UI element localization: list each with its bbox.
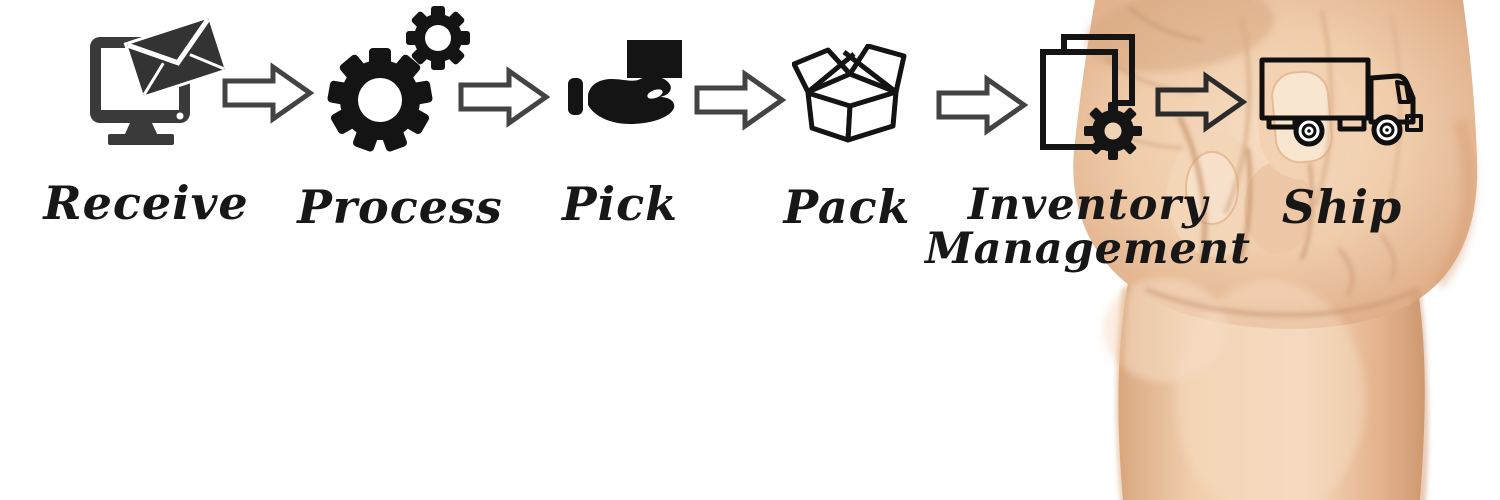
delivery-truck-icon [1259,57,1423,147]
open-box-icon [792,44,907,143]
step-label-management: Management [925,224,1251,274]
step-label-process: Process [297,180,503,234]
truck-rail-left [1266,115,1298,130]
skin-creases [1088,6,1429,500]
truck-bumper [1405,114,1423,132]
holding-hand [588,76,675,124]
truck-rail-mid [1337,115,1367,132]
truck-rear-wheel [1293,115,1325,147]
flow-arrow-icon [936,74,1028,136]
fist-right-shadow [1432,118,1477,289]
truck-window [1395,80,1411,104]
truck-cab [1368,73,1416,125]
step-label-inventory-management: Inventory Management [925,183,1251,271]
flow-arrow-icon [694,69,786,131]
large-gear [327,48,433,152]
step-label-pack: Pack [783,180,911,234]
computer-email-icon [90,18,225,145]
back-document [1061,34,1135,106]
gears-icon [327,6,470,152]
flow-arrow-icon [222,62,314,124]
step-label-pick: Pick [562,177,678,231]
front-document [1040,49,1118,150]
box-flap-right [847,44,907,95]
hand-photo [1073,0,1478,500]
small-gear [406,6,470,70]
step-label-receive: Receive [43,176,249,230]
truck-cargo-box [1259,57,1371,121]
middle-fingertip [1244,162,1312,254]
hand-holding-box-icon [568,40,682,124]
flow-arrow-icon [1155,71,1247,133]
box-face-left [805,90,853,143]
flow-arrow-icon [458,66,550,128]
cuff [568,78,583,115]
documents-gear-icon [1040,34,1142,160]
box-face-right [845,89,899,143]
step-label-inventory: Inventory [967,180,1209,230]
inventory-gear [1084,102,1142,160]
truck-front-wheel [1371,114,1403,146]
box-flap-left [792,47,853,95]
email-envelope [123,18,225,100]
box [627,40,682,78]
step-label-ship: Ship [1281,180,1403,234]
